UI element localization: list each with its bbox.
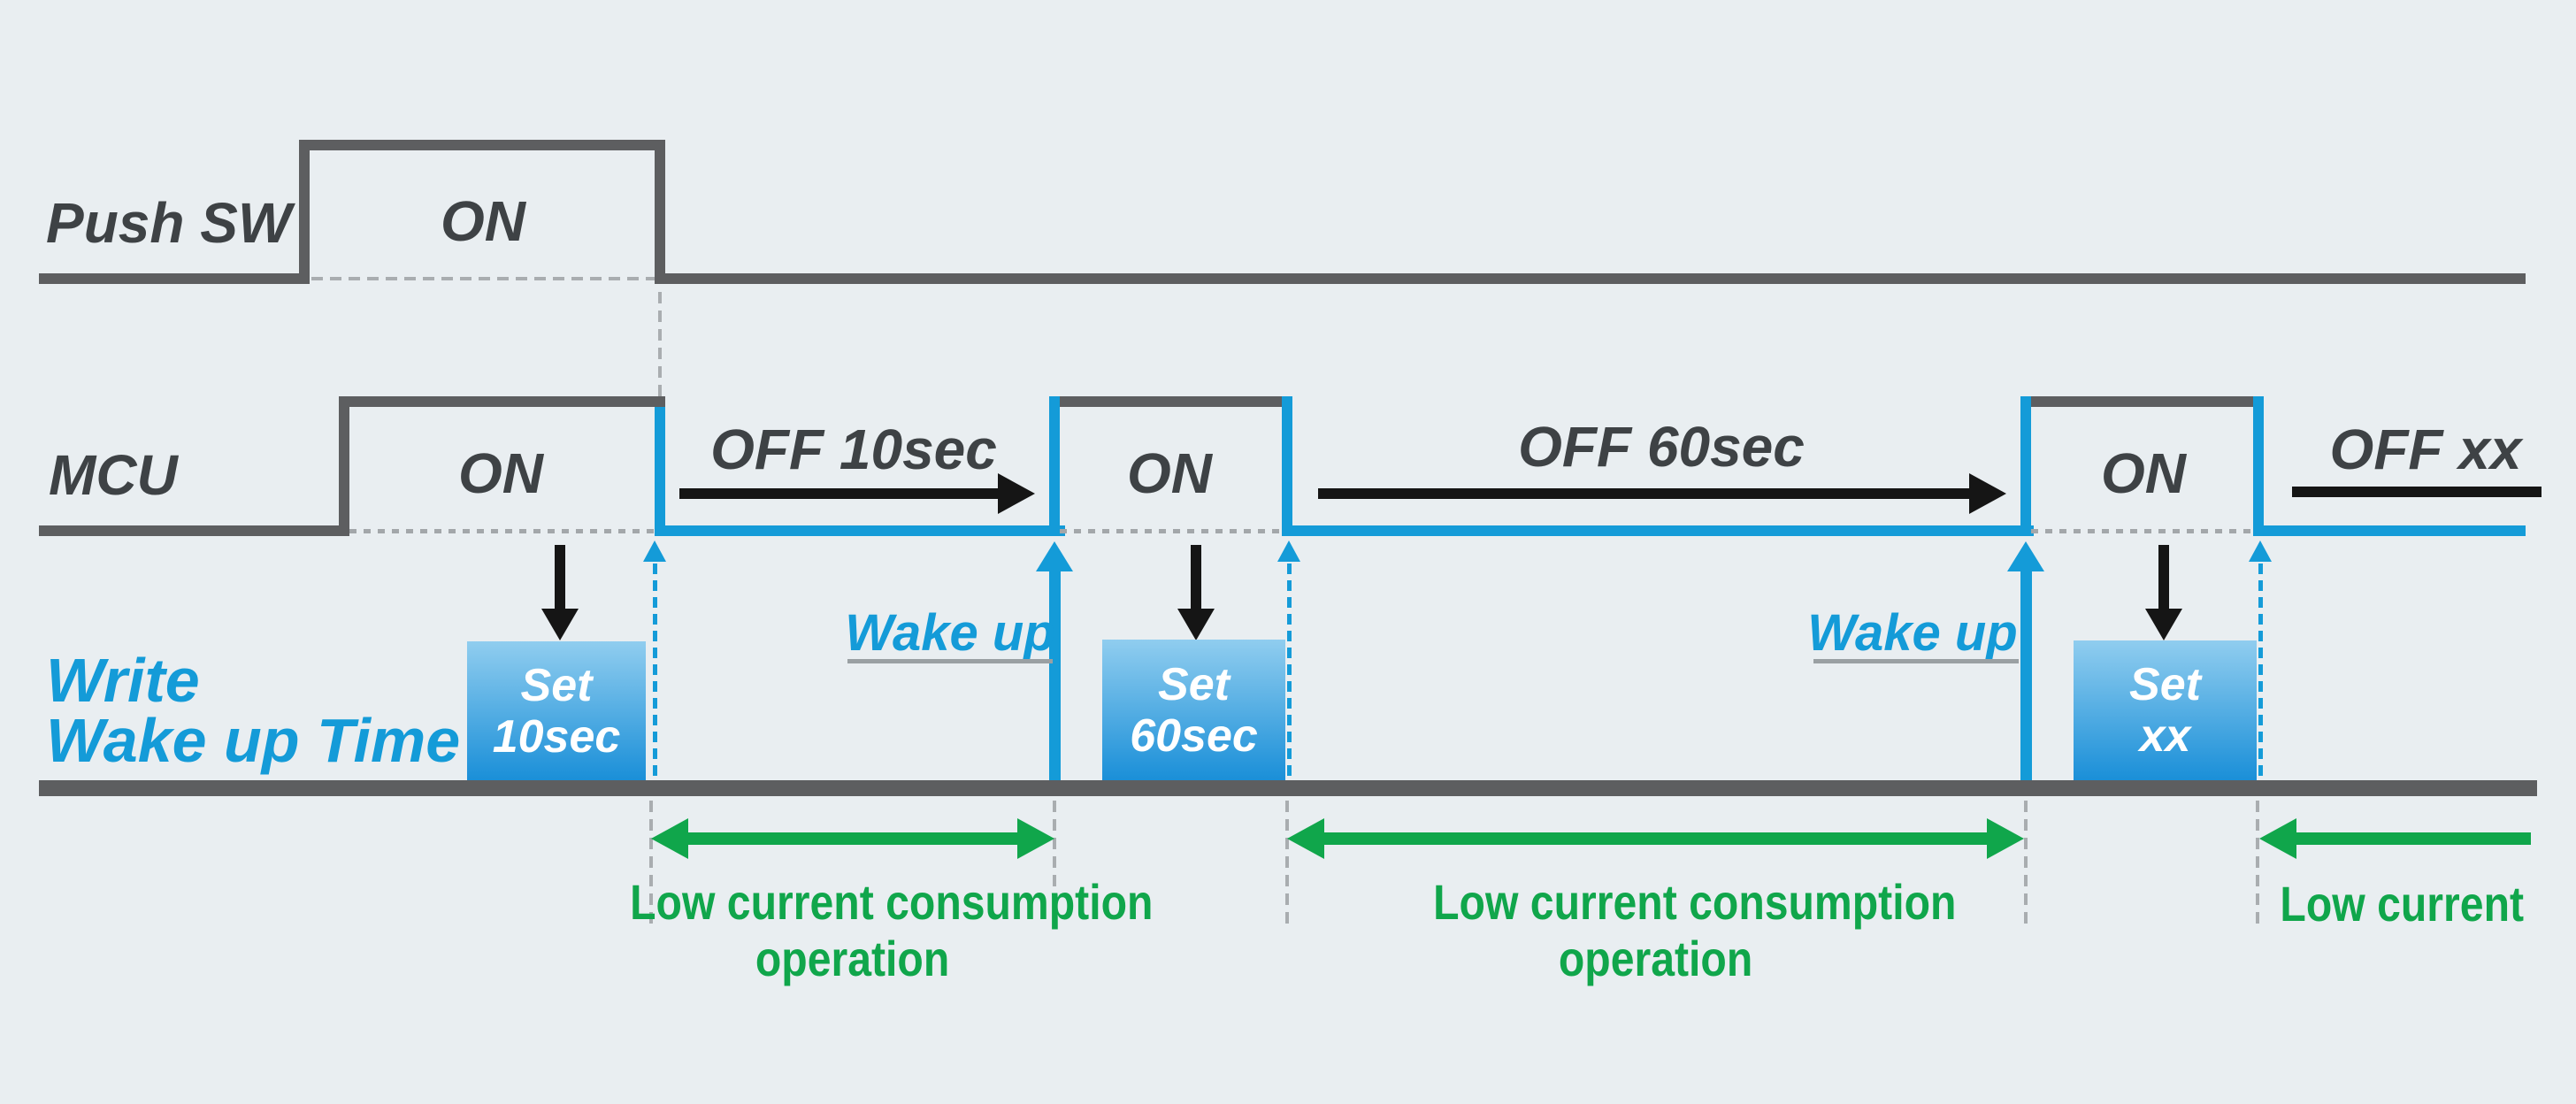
low-current-span-3-shaft	[2295, 832, 2531, 845]
push-sw-baseline-right	[655, 273, 2526, 284]
set-write-down-arrow-3-head-icon	[2145, 609, 2182, 640]
mcu-rising-edge-3-blue	[2020, 396, 2031, 536]
set-time-box-3-line2: xx	[2139, 710, 2191, 762]
write-wakeup-label-line1: Write	[46, 646, 200, 715]
low-current-span-2-left-arrowhead-icon	[1287, 818, 1324, 859]
mcu-pulse3-base-dotted-line	[2031, 529, 2253, 533]
wake-up-arrow-1-head-icon	[1036, 541, 1073, 571]
push-sw-baseline-left	[39, 273, 310, 284]
mcu-pulse1-base-dotted-line	[349, 529, 655, 533]
push-sw-falling-edge	[655, 140, 665, 284]
mcu-high-line-1	[339, 396, 665, 407]
interval-dashed-line-4	[2024, 801, 2028, 929]
set-time-marker-2-dashed-line	[1287, 564, 1292, 778]
mcu-baseline-gray	[39, 525, 349, 536]
set-time-marker-3-head-icon	[2249, 540, 2272, 562]
low-current-span-3-left-arrowhead-icon	[2259, 818, 2296, 859]
set-time-marker-3-dashed-line	[2258, 564, 2263, 778]
set-time-box-2-line1: Set	[1158, 658, 1230, 710]
wake-up-label-1: Wake up	[845, 604, 1055, 662]
low-current-label-1-line1-text: Low current consumption	[630, 874, 1154, 930]
mcu-on-label-2: ON	[1127, 441, 1212, 505]
wake-up-label-2-underline	[1813, 659, 2019, 663]
low-current-label-2-line1: Low current consumption	[1391, 876, 1956, 929]
low-current-label-2-line1-text: Low current consumption	[1433, 874, 1957, 930]
mcu-off-baseline-2-blue	[1282, 525, 2034, 536]
low-current-span-2-shaft	[1322, 832, 1988, 845]
low-current-label-2-line2: operation	[1391, 932, 1921, 985]
low-current-span-1-left-arrowhead-icon	[651, 818, 688, 859]
set-time-box-1-line1: Set	[520, 659, 593, 711]
mcu-falling-edge-1-blue	[655, 407, 665, 536]
mcu-off-baseline-3-blue	[2253, 525, 2526, 536]
write-wakeup-timeline-bar	[39, 780, 2537, 796]
mcu-rising-edge-1	[339, 396, 349, 536]
low-current-label-1-line1: Low current consumption	[587, 876, 1153, 929]
set-write-down-arrow-2-shaft	[1191, 545, 1201, 609]
wake-up-label-2: Wake up	[1807, 604, 2018, 662]
mcu-high-line-2	[1060, 396, 1289, 407]
push-sw-label: Push SW	[46, 191, 292, 255]
set-time-box-2: Set 60sec	[1102, 640, 1285, 780]
low-current-span-1-shaft	[686, 832, 1017, 845]
mcu-on-label-1: ON	[458, 441, 543, 505]
set-time-box-1: Set 10sec	[467, 641, 646, 780]
push-sw-pulse-base-dashed-line	[311, 277, 655, 280]
low-current-label-3: Low current	[2225, 878, 2576, 931]
set-time-marker-1-head-icon	[643, 540, 666, 562]
mcu-off-label-3: OFF xx	[2329, 418, 2522, 481]
low-current-span-1-right-arrowhead-icon	[1017, 818, 1054, 859]
mcu-rising-edge-2-blue	[1049, 396, 1060, 536]
set-time-marker-1-dashed-line	[653, 564, 657, 778]
mcu-pulse2-base-dotted-line	[1060, 529, 1282, 533]
mcu-falling-edge-3-blue	[2253, 396, 2264, 536]
interval-dashed-line-3	[1285, 801, 1289, 929]
low-current-label-1-line2-text: operation	[755, 931, 950, 986]
set-write-down-arrow-1-shaft	[555, 545, 565, 609]
wake-up-arrow-1-shaft	[1049, 570, 1061, 780]
mcu-off-label-1: OFF 10sec	[710, 418, 997, 481]
wake-up-arrow-2-head-icon	[2007, 541, 2044, 571]
mcu-falling-edge-2-blue	[1282, 396, 1292, 536]
push-sw-to-mcu-dashed-connector	[658, 292, 662, 396]
off-10sec-arrow-shaft	[679, 488, 998, 499]
wake-up-label-1-underline	[847, 659, 1053, 663]
mcu-label: MCU	[49, 443, 178, 507]
mcu-off-label-2: OFF 60sec	[1518, 415, 1805, 479]
low-current-span-2-right-arrowhead-icon	[1987, 818, 2024, 859]
wake-up-arrow-2-shaft	[2020, 570, 2032, 780]
write-wakeup-label: Write Wake up Time	[46, 646, 461, 775]
set-write-down-arrow-1-head-icon	[541, 609, 579, 640]
set-write-down-arrow-2-head-icon	[1177, 609, 1215, 640]
mcu-high-line-3	[2031, 396, 2255, 407]
interval-dashed-line-1	[649, 801, 653, 929]
write-wakeup-label-line2: Wake up Time	[46, 706, 461, 775]
low-current-label-3-text: Low current	[2280, 876, 2524, 932]
low-current-label-1-line2: operation	[587, 932, 1118, 985]
push-sw-high-line	[299, 140, 665, 150]
off-10sec-arrowhead-icon	[998, 473, 1035, 514]
push-sw-on-label: ON	[441, 189, 525, 253]
mcu-on-label-3: ON	[2101, 441, 2186, 505]
interval-dashed-line-2	[1053, 801, 1056, 929]
off-xx-line	[2292, 487, 2542, 497]
low-current-label-2-line2-text: operation	[1559, 931, 1753, 986]
off-60sec-arrow-shaft	[1318, 488, 1969, 499]
set-time-box-2-line2: 60sec	[1130, 709, 1258, 762]
set-time-marker-2-head-icon	[1277, 540, 1300, 562]
set-write-down-arrow-3-shaft	[2158, 545, 2169, 609]
interval-dashed-line-5	[2256, 801, 2259, 929]
mcu-off-baseline-1-blue	[655, 525, 1065, 536]
off-60sec-arrowhead-icon	[1969, 473, 2006, 514]
set-time-box-3: Set xx	[2074, 640, 2257, 780]
set-time-box-1-line2: 10sec	[492, 710, 621, 763]
set-time-box-3-line1: Set	[2129, 659, 2201, 710]
push-sw-rising-edge	[299, 140, 310, 284]
